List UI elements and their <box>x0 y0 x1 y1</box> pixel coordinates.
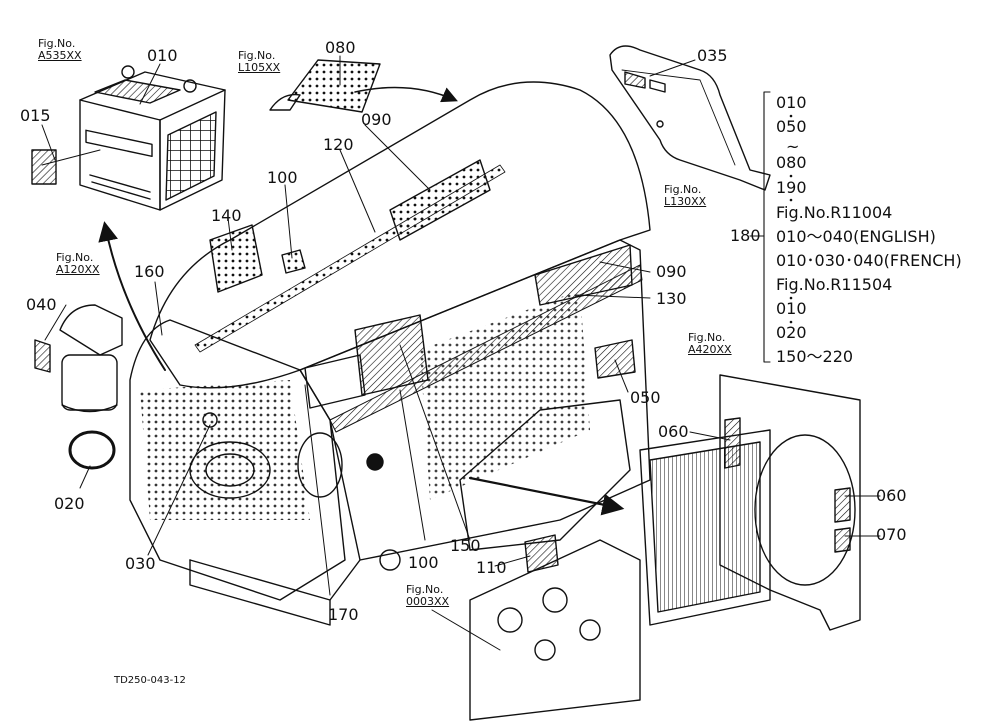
callout-120: 120 <box>323 135 354 154</box>
callout-180: 180 <box>730 226 761 245</box>
fig-ref-a535: Fig.No. A535XX <box>38 37 82 62</box>
fig-ref-a420: Fig.No. A420XX <box>688 331 732 356</box>
callout-150: 150 <box>450 536 481 555</box>
label-070-sticker <box>834 527 851 553</box>
callout-160: 160 <box>134 262 165 281</box>
callout-035: 035 <box>697 46 728 65</box>
callout-170: 170 <box>328 605 359 624</box>
label-060-top-sticker <box>724 417 741 469</box>
fig-ref-l130: Fig.No. L130XX <box>664 183 707 208</box>
cap-030 <box>202 412 218 428</box>
callout-050: 050 <box>630 388 661 407</box>
fuel-filter-illustration <box>34 304 123 413</box>
label-group-item: 010･030･040(FRENCH) <box>776 251 962 270</box>
label-080-sticker <box>287 59 381 113</box>
label-110-sticker <box>524 534 559 573</box>
label-group-item: 010 <box>776 93 807 112</box>
callout-090-top: 090 <box>361 110 392 129</box>
callout-010: 010 <box>147 46 178 65</box>
callout-110: 110 <box>476 558 507 577</box>
callout-100-top: 100 <box>267 168 298 187</box>
bonnet-illustration <box>129 81 651 626</box>
label-group-item: 150～220 <box>776 347 854 366</box>
callout-060-top: 060 <box>658 422 689 441</box>
label-group-item: 010 <box>776 299 807 318</box>
callout-100-side: 100 <box>408 553 439 572</box>
drawing-code: TD250-043-12 <box>114 675 186 686</box>
label-group-item: Fig.No.R11004 <box>776 203 893 222</box>
label-040-sticker <box>34 339 51 373</box>
label-060-side-sticker <box>834 487 851 523</box>
callout-060-side: 060 <box>876 486 907 505</box>
callout-020: 020 <box>54 494 85 513</box>
leader-lines <box>41 55 881 651</box>
radiator-illustration <box>639 374 861 631</box>
fig-ref-a120: Fig.No. A120XX <box>56 251 100 276</box>
fig-ref-l105: Fig.No. L105XX <box>238 49 281 74</box>
label-group-bracket <box>749 91 793 363</box>
side-cover-illustration <box>609 45 771 191</box>
label-group-item: ~ <box>786 137 800 156</box>
label-group-item: 080 <box>776 153 807 172</box>
label-group-item: 020 <box>776 323 807 342</box>
callout-080: 080 <box>325 38 356 57</box>
label-group-item: 190 <box>776 178 807 197</box>
callout-070: 070 <box>876 525 907 544</box>
radiator-arrow <box>468 476 625 516</box>
label-015-sticker <box>31 149 57 185</box>
callout-090-side: 090 <box>656 262 687 281</box>
label-group-item: 010～040(ENGLISH) <box>776 227 936 246</box>
callout-130: 130 <box>656 289 687 308</box>
callout-040: 040 <box>26 295 57 314</box>
label-group-item: 050 <box>776 117 807 136</box>
engine-block-illustration <box>469 534 641 721</box>
callout-015: 015 <box>20 106 51 125</box>
label-group-item: Fig.No.R11504 <box>776 275 893 294</box>
emblem-020 <box>68 430 116 470</box>
battery-illustration <box>79 65 226 211</box>
callout-140: 140 <box>211 206 242 225</box>
fig-ref-0003: Fig.No. 0003XX <box>406 583 450 608</box>
callout-030: 030 <box>125 554 156 573</box>
label-080-arrow <box>354 86 458 103</box>
battery-arrow <box>98 221 166 371</box>
